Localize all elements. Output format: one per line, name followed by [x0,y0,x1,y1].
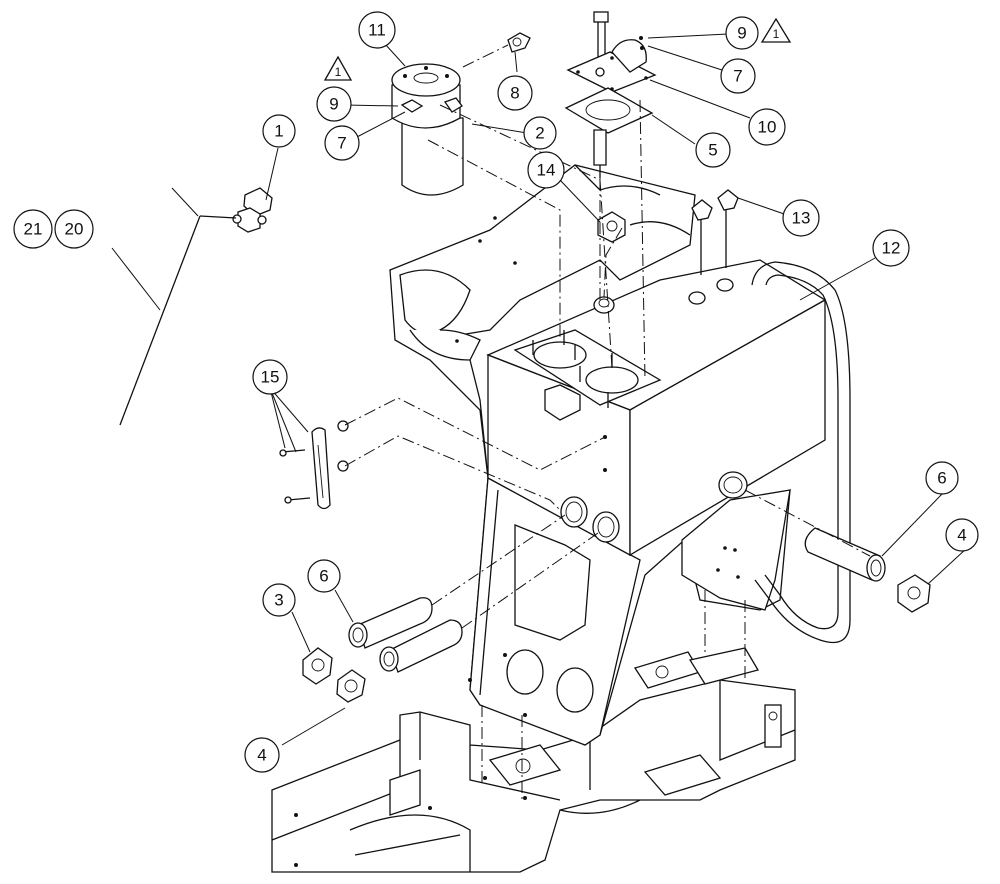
callout-label: 21 [24,220,43,239]
callout-bubble: 21 [13,209,53,249]
callouts: 1 2 3 4 4 5 6 6 7 7 8 9 9 10 11 12 13 14… [13,11,979,773]
callout-bubble: 13 [782,199,820,237]
callout-label: 14 [537,161,556,180]
callout-bubble: 10 [748,108,786,146]
callout-label: 2 [535,124,544,143]
callout-bubble: 9 [316,86,352,122]
return-hose [751,261,851,644]
sight-gauge [279,420,349,510]
callout-bubble: 15 [252,359,288,395]
callout-bubble: 8 [497,75,533,111]
assembly-centerlines [344,44,871,800]
breather-fitting [119,187,273,426]
callout-bubble: 4 [244,737,280,773]
callout-label: 20 [65,220,84,239]
callout-label: 12 [882,239,901,258]
callout-bubble: 7 [324,125,360,161]
callout-bubble: 9 [725,16,759,50]
callout-bubble: 20 [54,209,94,249]
callout-label: 9 [329,95,338,114]
callout-label: 8 [510,84,519,103]
callout-bubble: 14 [527,151,565,189]
callout-label: 9 [737,24,746,43]
callout-label: 4 [257,746,266,765]
callout-label: 7 [337,134,346,153]
callout-label: 6 [319,567,328,586]
callout-bubble: 6 [925,461,959,495]
hydraulic-tank [389,164,827,557]
revision-triangle-label: 1 [335,65,342,79]
callout-label: 13 [792,209,811,228]
callout-label: 5 [708,141,717,160]
callout-bubble: 7 [720,58,756,94]
callout-bubble: 11 [358,11,396,49]
callout-label: 3 [274,591,283,610]
callout-bubble: 3 [262,583,296,617]
callout-label: 7 [733,67,742,86]
callout-bubble: 2 [523,116,557,150]
callout-bubble: 12 [872,229,910,267]
callout-bubble: 6 [307,559,341,593]
pedestal-body [468,476,791,746]
base-frame [271,647,796,873]
callout-label: 15 [261,368,280,387]
filter-assembly [391,32,531,196]
callout-bubble: 1 [262,114,296,148]
callout-label: 6 [937,469,946,488]
revision-triangle-label: 1 [773,27,780,41]
callout-label: 1 [274,122,283,141]
tank-top-fittings [593,189,739,314]
callout-bubble: 4 [945,518,979,552]
level-sender-assembly [564,11,657,178]
revision-marks: 1 1 [323,17,792,81]
revision-triangle: 1 [323,55,353,81]
callout-label: 11 [368,21,386,40]
callout-label: 4 [957,526,966,545]
revision-triangle: 1 [760,17,792,43]
suction-tubes [302,527,931,703]
callout-bubble: 5 [695,132,731,168]
leader-lines [111,33,968,746]
callout-label: 10 [758,118,777,137]
